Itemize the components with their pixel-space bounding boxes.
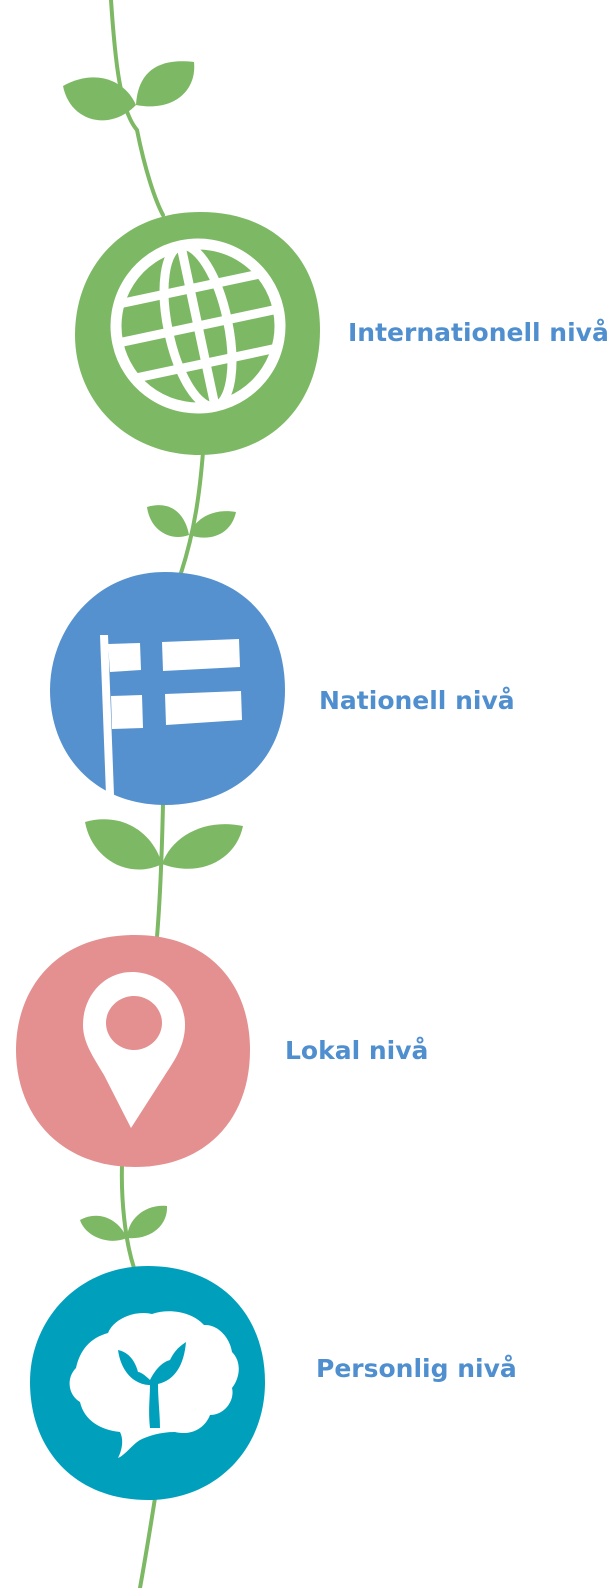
- leaf-pair-2: [147, 505, 236, 538]
- head-sprout-icon: [69, 1311, 239, 1458]
- international-node: [75, 212, 320, 455]
- label-personal-level: Personlig nivå: [316, 1354, 517, 1383]
- leaf-pair-3: [85, 819, 243, 870]
- flag-icon: [100, 635, 242, 795]
- national-circle: [50, 572, 285, 805]
- label-local-level: Lokal nivå: [285, 1036, 429, 1065]
- leaf-pair-4: [80, 1205, 168, 1241]
- map-pin-icon: [83, 972, 185, 1128]
- label-international-level: Internationell nivå: [348, 318, 609, 347]
- national-node: [50, 572, 285, 805]
- label-national-level: Nationell nivå: [319, 686, 515, 715]
- local-node: [16, 935, 250, 1167]
- personal-node: [30, 1266, 265, 1500]
- globe-icon: [110, 238, 286, 414]
- vine-stem: [109, 0, 205, 1588]
- top-leaf-pair: [63, 61, 195, 121]
